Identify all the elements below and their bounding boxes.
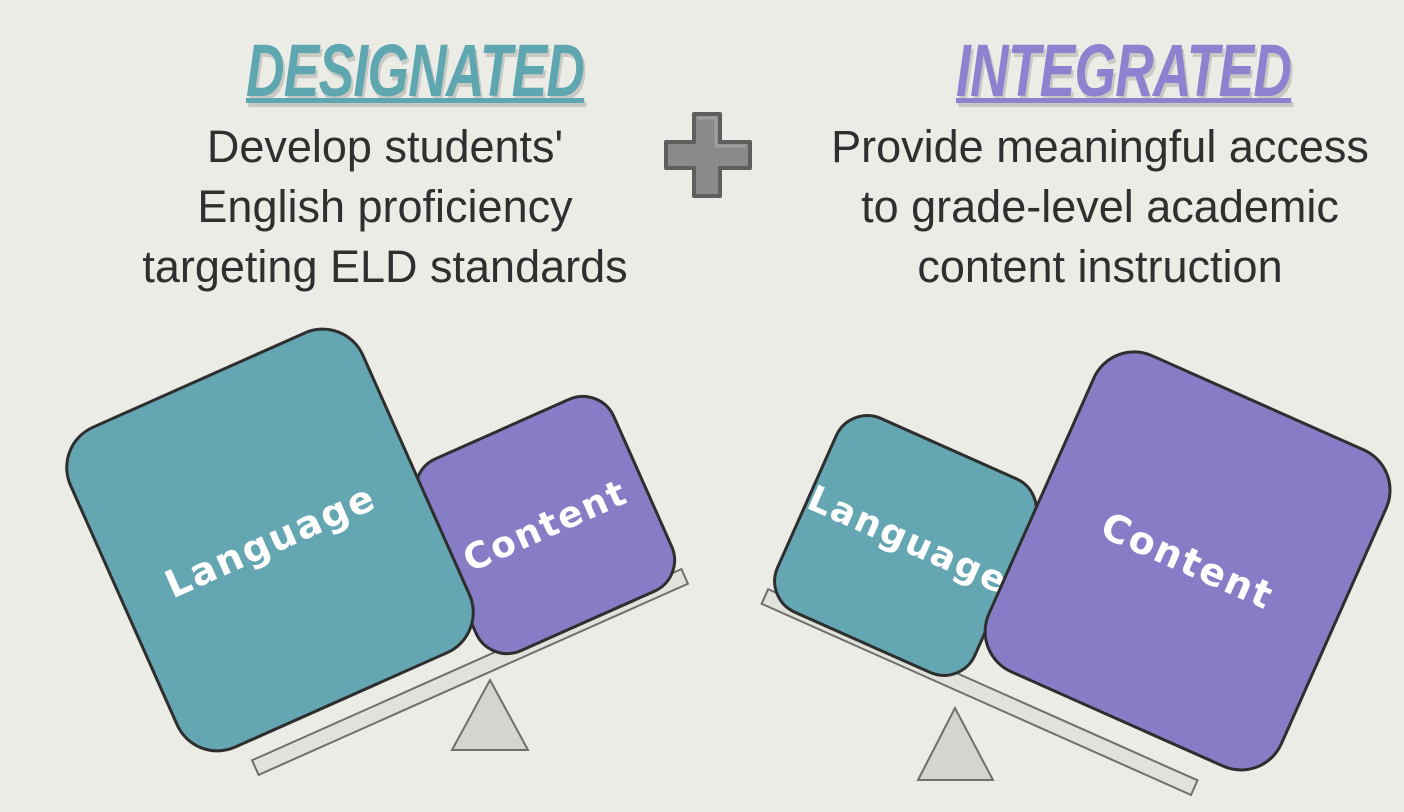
designated-description-line: targeting ELD standards [142,241,628,292]
left-balance-scale: Content Language [65,327,690,777]
right-fulcrum-triangle-icon [916,705,995,781]
designated-description-line: English proficiency [197,181,573,232]
designated-description: Develop students' English proficiency ta… [120,117,650,297]
plus-icon [664,112,752,198]
designated-description-line: Develop students' [206,121,564,172]
right-balance-scale: Language Content [760,350,1392,797]
right-content-block [983,350,1392,772]
left-fulcrum-triangle-icon [450,677,530,751]
integrated-description-line: to grade-level academic [861,181,1339,232]
integrated-heading: Integrated [956,29,1292,112]
designated-heading: Designated [246,29,585,112]
integrated-description-line: Provide meaningful access [831,121,1369,172]
left-language-block [65,327,475,753]
integrated-description: Provide meaningful access to grade-level… [808,117,1392,297]
integrated-description-line: content instruction [917,241,1283,292]
